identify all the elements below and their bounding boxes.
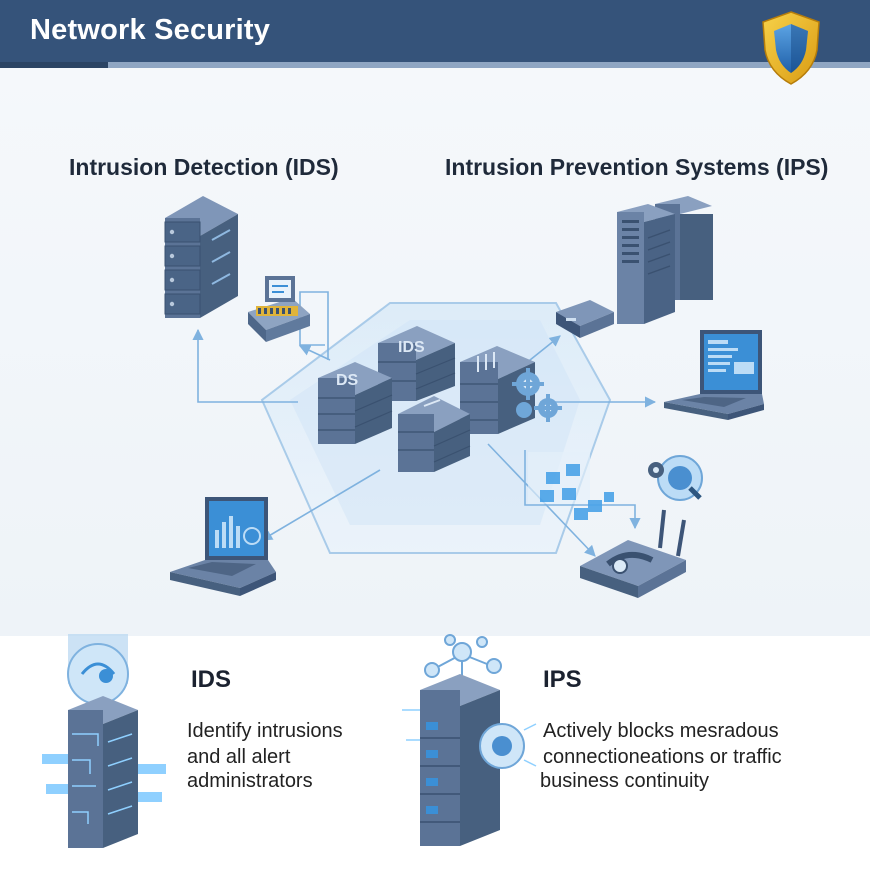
ids-card-title: IDS xyxy=(191,666,232,693)
central-ids-server xyxy=(378,326,456,401)
header-bar: Network Security xyxy=(0,0,870,62)
ips-card-server-icon xyxy=(402,634,537,846)
ips-server-tower xyxy=(617,196,713,324)
gear-magnifier-icon xyxy=(648,455,703,501)
ids-card-line-2: and all alert xyxy=(187,746,291,768)
laptop-icon-left xyxy=(170,497,276,596)
gear-icon xyxy=(512,368,562,422)
ids-card-server-icon xyxy=(42,634,166,848)
ids-section-title: Intrusion Detection (IDS) xyxy=(69,154,339,180)
shield-icon xyxy=(762,11,820,85)
ids-server-rack xyxy=(164,196,238,318)
ips-section-title: Intrusion Prevention Systems (IPS) xyxy=(445,154,829,180)
header-rule-light xyxy=(108,62,870,68)
ids-sensor-device xyxy=(248,276,310,342)
central-front-server xyxy=(398,396,471,472)
ips-card-line-1: Actively blocks mesradous xyxy=(543,720,779,742)
laptop-icon-right xyxy=(664,330,764,420)
ips-card-line-2: connectioneations or traffic xyxy=(543,746,782,768)
server-label-ids: IDS xyxy=(398,339,425,356)
network-nodes-cluster xyxy=(528,452,614,520)
ips-card-title: IPS xyxy=(543,666,582,693)
header-rule-dark xyxy=(0,62,108,68)
router-icon xyxy=(580,509,686,598)
ips-card-line-3: business continuity xyxy=(540,770,709,792)
ips-sensor-device xyxy=(556,300,614,338)
page-title: Network Security xyxy=(30,14,271,46)
server-label-ds: DS xyxy=(336,372,359,389)
ids-card-line-3: administrators xyxy=(187,770,313,792)
ids-card-line-1: Identify intrusions xyxy=(187,720,343,742)
central-ds-server xyxy=(318,362,393,444)
